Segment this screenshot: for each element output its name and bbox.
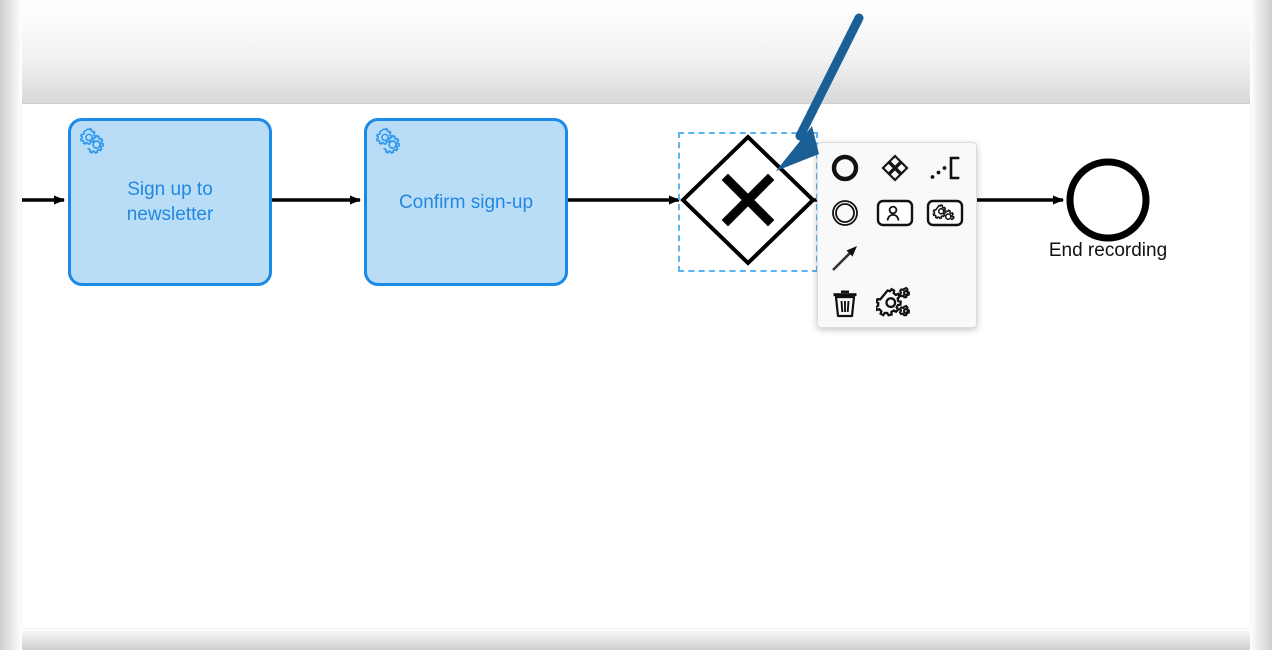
user-task-icon — [876, 199, 914, 226]
end-event-icon — [831, 154, 859, 181]
gateway-icon — [881, 153, 909, 182]
frame-gutter-left — [0, 0, 22, 650]
gateway-selection-outline — [678, 132, 818, 272]
frame-gutter-right — [1250, 0, 1272, 650]
context-pad[interactable] — [817, 142, 977, 328]
context-pad-append-gateway[interactable] — [870, 145, 920, 190]
context-pad-empty-slot — [870, 235, 920, 280]
context-pad-append-service-task[interactable] — [920, 190, 970, 235]
context-pad-empty-slot — [920, 280, 970, 325]
trash-icon — [833, 290, 857, 317]
task-confirm-sign-up[interactable]: Confirm sign-up — [364, 118, 568, 286]
context-pad-append-end-event[interactable] — [820, 145, 870, 190]
frame-gutter-bottom — [0, 628, 1272, 650]
connect-arrow-icon — [832, 245, 857, 271]
service-task-gears-icon — [374, 126, 404, 156]
intermediate-event-icon — [832, 199, 858, 226]
context-pad-delete[interactable] — [820, 280, 870, 325]
end-event-label: End recording — [1048, 240, 1168, 261]
context-pad-connect[interactable] — [820, 235, 870, 280]
service-task-icon — [926, 199, 964, 226]
frame-gutter-top — [0, 0, 1272, 104]
context-pad-append-text-annotation[interactable] — [920, 145, 970, 190]
context-pad-change-type[interactable] — [870, 280, 920, 325]
task-confirm-sign-up-label: Confirm sign-up — [398, 191, 534, 213]
text-annotation-icon — [930, 156, 960, 179]
gears-settings-icon — [876, 286, 910, 317]
context-pad-empty-slot — [920, 235, 970, 280]
service-task-gears-icon — [78, 126, 108, 156]
context-pad-append-user-task[interactable] — [870, 190, 920, 235]
end-event-shape[interactable] — [1066, 158, 1150, 242]
context-pad-append-intermediate-event[interactable] — [820, 190, 870, 235]
